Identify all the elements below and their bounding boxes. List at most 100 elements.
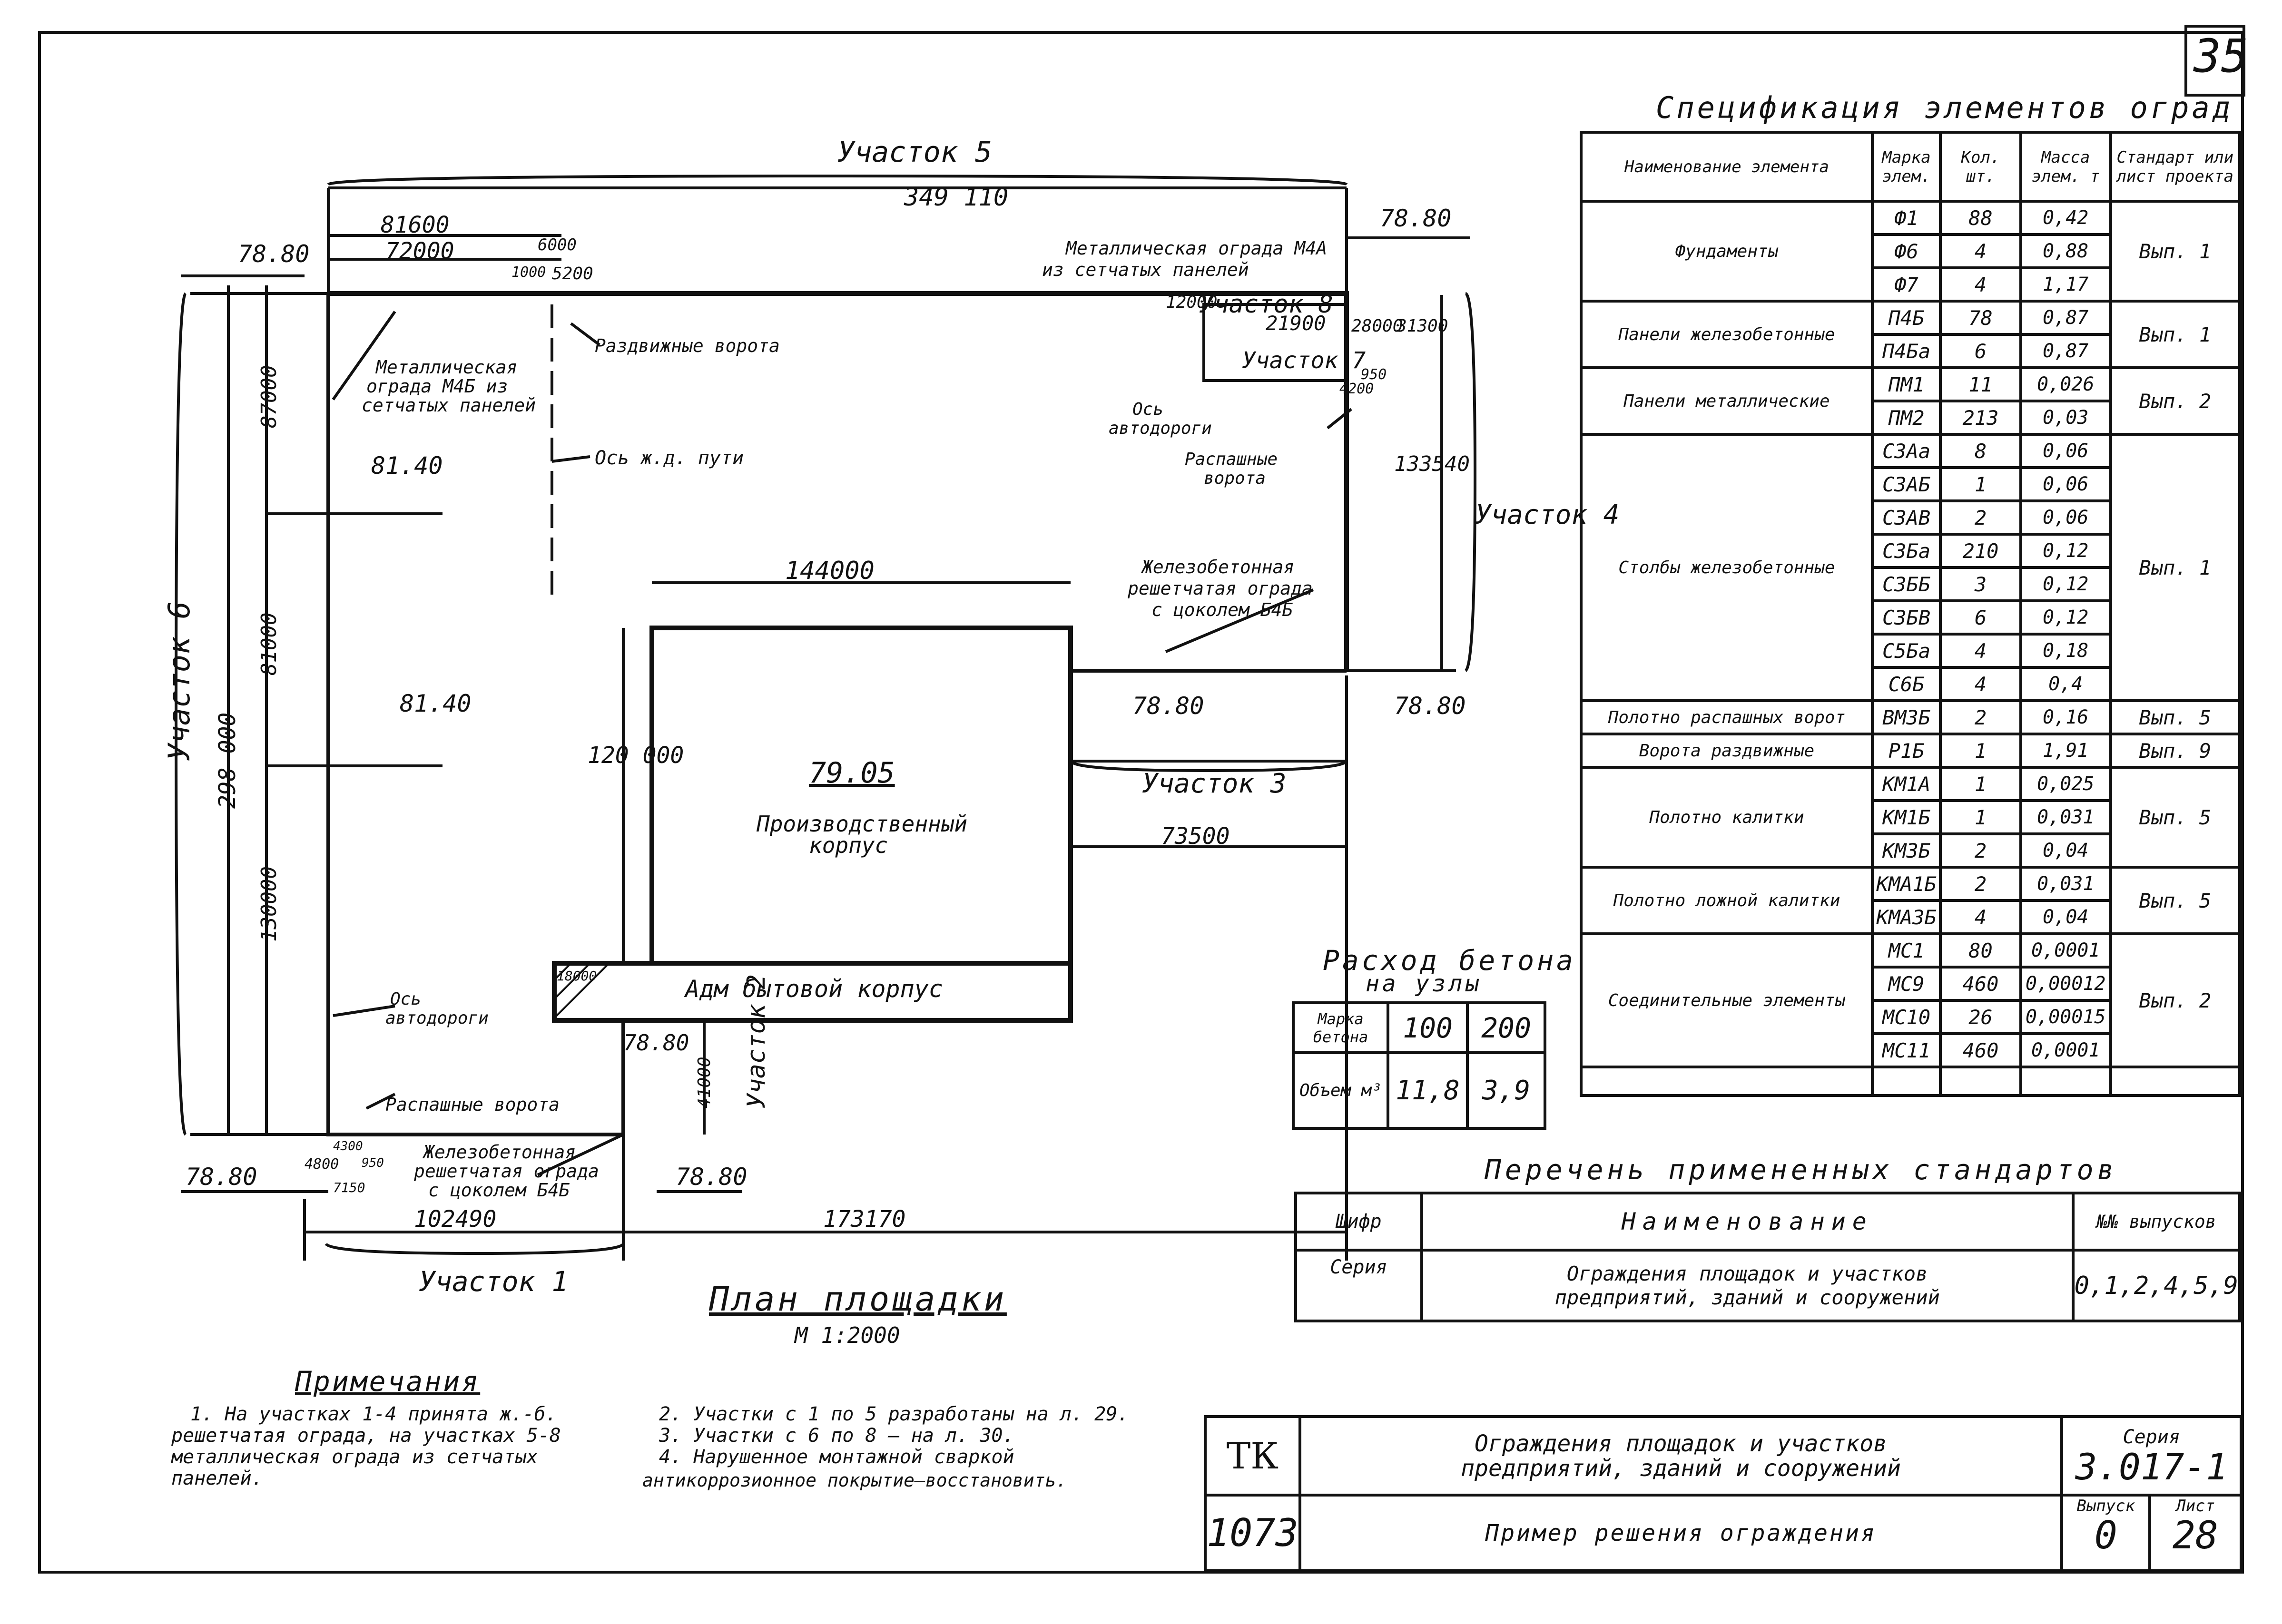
fence-m4a-label-1: Металлическая ограда М4А — [1066, 238, 1328, 259]
concrete-volume-100: 11,8 — [1387, 1051, 1469, 1130]
spec-mass: 0,0001 — [2019, 1032, 2112, 1068]
spec-mark: МС11 — [1870, 1032, 1942, 1068]
spec-mass: 0,16 — [2019, 699, 2112, 735]
fence-m4a-label-2: из сетчатых панелей — [1042, 259, 1249, 280]
dim-7150: 7150 — [333, 1180, 365, 1195]
notes-title: Примечания — [295, 1365, 481, 1398]
dim-173170: 173170 — [823, 1206, 906, 1233]
standards-code: Серия — [1294, 1249, 1423, 1322]
spec-row-empty — [1580, 1066, 2242, 1097]
spec-mass: 1,17 — [2019, 266, 2112, 303]
spec-mark: Ф7 — [1870, 266, 1942, 303]
note-4b: антикоррозионное покрытие—восстановить. — [642, 1470, 1067, 1491]
concrete-subtitle: на узлы — [1366, 970, 1482, 997]
spec-mark: С3Ба — [1870, 533, 1942, 569]
spec-qty: 88 — [1939, 200, 2022, 236]
spec-qty: 4 — [1939, 633, 2022, 669]
page-number-box — [2184, 25, 2245, 97]
dim-102490: 102490 — [414, 1206, 497, 1233]
dim-4200: 4200 — [1339, 381, 1374, 397]
spec-mass: 0,42 — [2019, 200, 2112, 236]
spec-qty: 460 — [1939, 1032, 2022, 1068]
note-1a: 1. На участках 1-4 принята ж.-б. — [190, 1403, 557, 1425]
dim-4800: 4800 — [305, 1156, 339, 1173]
spec-empty-cell — [1939, 1066, 2022, 1097]
road-axis-label-1: Ось — [1132, 400, 1164, 419]
dim-5200: 5200 — [552, 264, 593, 284]
outer-frame — [38, 31, 2244, 1574]
label-uchastok-3: Участок 3 — [1142, 768, 1287, 799]
spec-mark: КМ1А — [1870, 766, 1942, 802]
dim-28000: 28000 — [1351, 316, 1403, 336]
spec-mark: Ф6 — [1870, 233, 1942, 269]
label-uchastok-6: Участок 6 — [162, 601, 197, 761]
spec-group-name: Полотно калитки — [1580, 766, 1874, 869]
elev-78-80-g: 78.80 — [676, 1163, 748, 1191]
spec-mark: Ф1 — [1870, 200, 1942, 236]
spec-mass: 0,12 — [2019, 566, 2112, 602]
spec-qty: 1 — [1939, 466, 2022, 502]
spec-qty: 4 — [1939, 666, 2022, 702]
standards-header-name: Наименование — [1420, 1192, 2075, 1252]
spec-qty: 4 — [1939, 899, 2022, 935]
rc-fence-label-a2: решетчатая ограда — [1128, 578, 1313, 599]
spec-standard: Вып. 5 — [2109, 699, 2242, 735]
dim-73500: 73500 — [1161, 823, 1230, 850]
spec-qty: 460 — [1939, 966, 2022, 1002]
spec-mark: С3БВ — [1870, 599, 1942, 636]
spec-qty: 78 — [1939, 300, 2022, 336]
spec-mark: С6Б — [1870, 666, 1942, 702]
stamp-title-line-2: предприятий, зданий и сооружений — [1461, 1455, 1901, 1482]
spec-qty: 2 — [1939, 699, 2022, 735]
standards-header-code: Шифр — [1294, 1192, 1423, 1252]
rc-fence-label-b3: с цоколем Б4Б — [428, 1180, 570, 1201]
spec-empty-cell — [2019, 1066, 2112, 1097]
spec-mark: С3ББ — [1870, 566, 1942, 602]
dim-298000: 298 000 — [214, 712, 241, 809]
standards-title: Перечень примененных стандартов — [1485, 1154, 2118, 1186]
spec-empty-cell — [1870, 1066, 1942, 1097]
spec-mass: 0,04 — [2019, 832, 2112, 869]
elev-81-40-a: 81.40 — [371, 452, 443, 479]
spec-group-name: Полотно распашных ворот — [1580, 699, 1874, 735]
dim-72000: 72000 — [385, 238, 454, 264]
dim-18000: 18000 — [557, 968, 597, 984]
spec-mark: КМ1Б — [1870, 799, 1942, 835]
note-4a: 4. Нарушенное монтажной сваркой — [659, 1446, 1014, 1468]
dim-349110: 349 110 — [904, 183, 1009, 212]
spec-mass: 0,00015 — [2019, 999, 2112, 1035]
stamp-title-line-1: Ограждения площадок и участков — [1475, 1430, 1887, 1457]
spec-mark: С3АВ — [1870, 499, 1942, 536]
road-axis-label-b1: Ось — [390, 989, 422, 1009]
spec-mark: ВМ3Б — [1870, 699, 1942, 735]
spec-qty: 26 — [1939, 999, 2022, 1035]
spec-qty: 4 — [1939, 266, 2022, 303]
dim-144000: 144000 — [785, 557, 875, 585]
spec-mark: ПМ1 — [1870, 366, 1942, 402]
spec-header-name: Наименование элемента — [1580, 131, 1874, 203]
spec-mark: ПМ2 — [1870, 400, 1942, 436]
spec-mark: МС1 — [1870, 932, 1942, 969]
elev-78-80-e: 78.80 — [623, 1030, 689, 1056]
dim-41000: 41000 — [695, 1057, 714, 1108]
road-axis-label-b2: автодороги — [385, 1008, 489, 1028]
concrete-table: Марка бетона 100 200 Объем м³ 11,8 3,9 — [1291, 1001, 1546, 1130]
spec-mass: 0,87 — [2019, 300, 2112, 336]
concrete-grade-label: Марка бетона — [1291, 1001, 1390, 1054]
spec-standard: Вып. 2 — [2109, 366, 2242, 436]
admin-building — [552, 961, 1073, 1023]
stamp-org: ТК — [1204, 1415, 1301, 1497]
note-3: 3. Участки с 6 по 8 — на л. 30. — [659, 1425, 1014, 1447]
spec-header-std: Стандарт или лист проекта — [2109, 131, 2242, 203]
